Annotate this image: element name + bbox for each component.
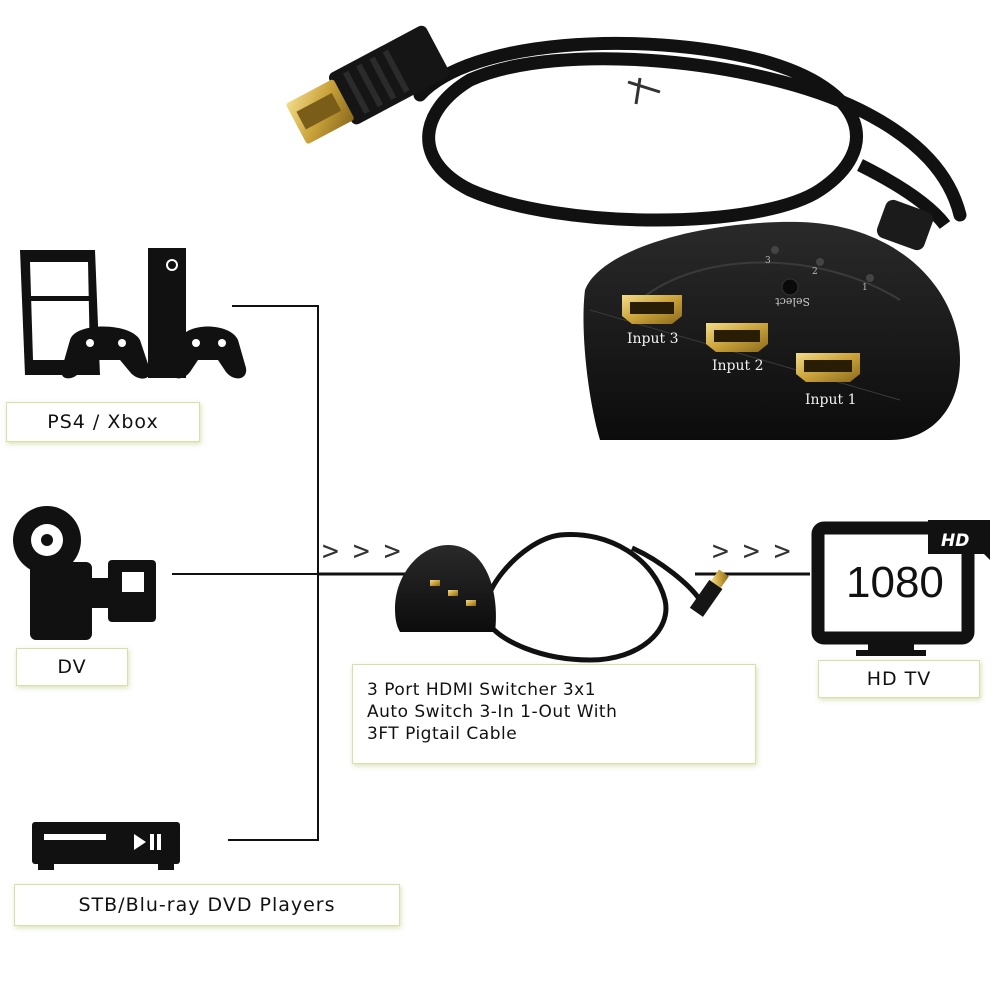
hdmi-plug-large xyxy=(286,25,450,144)
connection-lines xyxy=(172,305,810,841)
cable-tail xyxy=(857,159,951,230)
small-switcher-housing xyxy=(395,545,496,632)
description-line-3: 3FT Pigtail Cable xyxy=(367,724,518,744)
tv-resolution: 1080 xyxy=(846,558,944,607)
console-label: PS4 / Xbox xyxy=(6,402,200,442)
led-1 xyxy=(866,274,874,282)
switcher-housing xyxy=(583,221,960,440)
port-label-input-2: Input 2 xyxy=(712,358,764,374)
dvd-player-icon xyxy=(32,822,180,870)
player-label: STB/Blu-ray DVD Players xyxy=(14,884,400,926)
port-input-3 xyxy=(622,295,682,324)
select-button[interactable] xyxy=(781,278,799,296)
small-cable-loop xyxy=(482,531,669,663)
led-2 xyxy=(816,258,824,266)
description-line-2: Auto Switch 3-In 1-Out With xyxy=(367,702,618,722)
indicator-2: 2 xyxy=(812,267,818,277)
description-line-1: 3 Port HDMI Switcher 3x1 xyxy=(367,680,597,700)
indicator-1: 1 xyxy=(862,283,868,293)
strain-relief xyxy=(876,199,934,251)
flow-arrows-left: >>> xyxy=(322,534,415,567)
product-description: 3 Port HDMI Switcher 3x1 Auto Switch 3-I… xyxy=(352,664,756,764)
small-hdmi-plug xyxy=(689,569,729,617)
select-label: Select xyxy=(775,295,810,308)
game-console-icon xyxy=(20,248,247,379)
cable-loop xyxy=(413,36,967,227)
camera-label: DV xyxy=(16,648,128,686)
switcher-product-large: 3 2 1 Select Input 3 Input 2 Input 1 xyxy=(286,25,967,440)
port-input-2 xyxy=(706,323,768,352)
tv-label: HD TV xyxy=(818,660,980,698)
port-input-1 xyxy=(796,353,860,382)
led-3 xyxy=(771,246,779,254)
switcher-product-small xyxy=(395,531,729,663)
hd-badge: HD xyxy=(941,531,969,551)
cable-tie xyxy=(627,77,661,105)
camcorder-icon xyxy=(13,506,156,640)
port-label-input-1: Input 1 xyxy=(805,392,857,408)
port-label-input-3: Input 3 xyxy=(627,331,679,347)
hd-tv-icon: HD 1080 xyxy=(811,520,990,656)
indicator-3: 3 xyxy=(765,256,771,266)
flow-arrows-right: >>> xyxy=(712,534,805,567)
